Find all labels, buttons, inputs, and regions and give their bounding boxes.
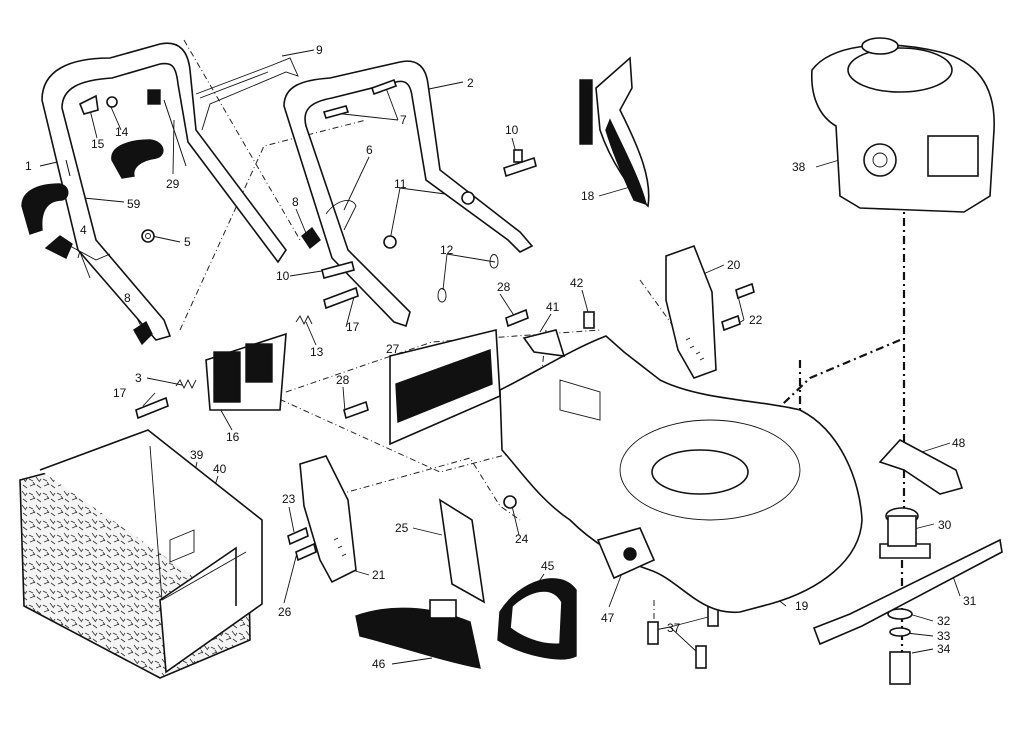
callout-31: 31 (963, 594, 977, 608)
callout-5: 5 (184, 235, 191, 249)
callout-14: 14 (115, 125, 129, 139)
callout-23: 23 (282, 492, 296, 506)
callout-17b: 17 (113, 386, 127, 400)
upper-handle (283, 60, 534, 328)
callout-20: 20 (727, 258, 741, 272)
callout-28a: 28 (497, 280, 511, 294)
callout-17a: 17 (346, 320, 360, 334)
callout-37: 37 (667, 621, 681, 635)
callout-12: 12 (440, 243, 454, 257)
callout-2: 2 (467, 76, 474, 90)
callout-4: 4 (80, 223, 87, 237)
callout-41: 41 (546, 300, 560, 314)
callout-9: 9 (316, 43, 323, 57)
callout-33: 33 (937, 629, 951, 643)
callout-46: 46 (372, 657, 386, 671)
callout-29: 29 (166, 177, 180, 191)
callout-13: 13 (310, 345, 324, 359)
callout-1: 1 (25, 159, 32, 173)
callout-45: 45 (541, 559, 555, 573)
hardware (44, 78, 913, 685)
callout-15: 15 (91, 137, 105, 151)
grass-bag (19, 429, 263, 679)
callout-34: 34 (937, 642, 951, 656)
callout-11: 11 (394, 177, 407, 191)
callout-30: 30 (938, 518, 952, 532)
callout-21: 21 (372, 568, 386, 582)
callout-40: 40 (213, 462, 227, 476)
callout-27: 27 (386, 342, 400, 356)
callout-7: 7 (400, 113, 407, 127)
callout-32: 32 (937, 614, 951, 628)
engine (811, 37, 995, 213)
callout-8b: 8 (124, 291, 131, 305)
height-brackets (299, 244, 717, 584)
mower-deck (499, 335, 863, 613)
callout-38: 38 (792, 160, 806, 174)
callout-19: 19 (795, 599, 809, 613)
lower-handle (41, 42, 287, 341)
blade-assembly (812, 439, 1003, 646)
callout-42: 42 (570, 276, 584, 290)
callout-48: 48 (952, 436, 966, 450)
callout-16: 16 (226, 430, 240, 444)
callout-8a: 8 (292, 195, 299, 209)
callout-18: 18 (581, 189, 595, 203)
callout-3: 3 (135, 371, 142, 385)
callout-39: 39 (190, 448, 204, 462)
callout-26: 26 (278, 605, 292, 619)
callout-10a: 10 (505, 123, 519, 137)
callout-labels: 1 2 3 4 5 6 7 8 8 9 10 10 11 12 13 14 15… (25, 43, 977, 671)
callout-47: 47 (601, 611, 615, 625)
callout-59: 59 (127, 197, 141, 211)
callout-24: 24 (515, 532, 529, 546)
grips (21, 139, 164, 235)
callout-22: 22 (749, 313, 763, 327)
rear-deflector (579, 56, 650, 208)
callout-25: 25 (395, 521, 409, 535)
discharge-flaps (205, 328, 501, 446)
callout-28b: 28 (336, 373, 350, 387)
callout-6: 6 (366, 143, 373, 157)
callout-10b: 10 (276, 269, 290, 283)
guards (355, 329, 577, 669)
control-rod (195, 57, 299, 131)
